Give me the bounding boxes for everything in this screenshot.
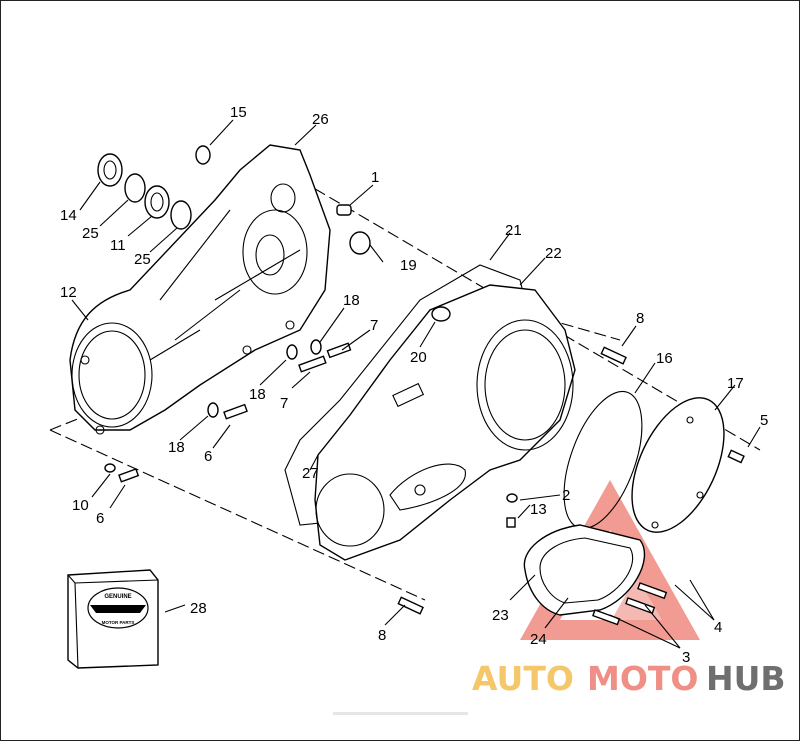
inner-primary-housing bbox=[69, 144, 331, 435]
callout-6b: 6 bbox=[96, 510, 104, 527]
callout-16: 16 bbox=[656, 350, 673, 367]
bearing-seal-parts bbox=[97, 145, 371, 255]
callout-18a: 18 bbox=[343, 292, 360, 309]
callout-25a: 25 bbox=[82, 225, 99, 242]
callout-14: 14 bbox=[60, 207, 77, 224]
callout-24: 24 bbox=[530, 631, 547, 648]
callout-7a: 7 bbox=[370, 317, 378, 334]
callout-23: 23 bbox=[492, 607, 509, 624]
callout-6a: 6 bbox=[204, 448, 212, 465]
badge-top-text: GENUINE bbox=[104, 594, 131, 600]
callout-27: 27 bbox=[302, 465, 319, 482]
callout-18b: 18 bbox=[249, 386, 266, 403]
callout-12: 12 bbox=[60, 284, 77, 301]
genuine-parts-package: GENUINE MOTOR PARTS bbox=[67, 569, 159, 669]
badge-bottom-text: MOTOR PARTS bbox=[102, 620, 135, 625]
faint-footer-mark bbox=[333, 712, 468, 715]
callout-18c: 18 bbox=[168, 439, 185, 456]
callout-11: 11 bbox=[110, 237, 126, 254]
outer-primary-cover bbox=[314, 284, 576, 561]
callout-15: 15 bbox=[230, 104, 247, 121]
callout-1: 1 bbox=[371, 169, 379, 186]
callout-8a: 8 bbox=[636, 310, 644, 327]
callout-10: 10 bbox=[72, 497, 89, 514]
callout-21: 21 bbox=[505, 222, 522, 239]
callout-22: 22 bbox=[545, 245, 562, 262]
callout-25b: 25 bbox=[134, 251, 151, 268]
watermark-logo: AUTO MOTO HUB bbox=[472, 659, 786, 698]
inspection-cover bbox=[523, 524, 668, 626]
callout-19: 19 bbox=[400, 257, 417, 274]
callouts: 1 2 3 4 5 6 6 7 7 8 8 10 11 12 13 14 15 … bbox=[60, 104, 768, 666]
derby-cover bbox=[631, 397, 725, 533]
fasteners-left bbox=[104, 339, 352, 483]
watermark-auto: AUTO bbox=[472, 659, 574, 698]
watermark-hub: HUB bbox=[706, 659, 786, 698]
callout-8b: 8 bbox=[378, 627, 386, 644]
leader-lines bbox=[71, 119, 761, 649]
callout-17: 17 bbox=[727, 375, 744, 392]
callout-13: 13 bbox=[530, 501, 547, 518]
watermark-moto: MOTO bbox=[587, 659, 698, 698]
callout-26: 26 bbox=[312, 111, 329, 128]
callout-5: 5 bbox=[760, 412, 768, 429]
callout-4: 4 bbox=[714, 619, 722, 636]
callout-7b: 7 bbox=[280, 395, 288, 412]
callout-28: 28 bbox=[190, 600, 207, 617]
callout-20: 20 bbox=[410, 349, 427, 366]
fasteners-right bbox=[397, 346, 745, 615]
callout-3: 3 bbox=[682, 649, 690, 666]
callout-2: 2 bbox=[562, 487, 570, 504]
